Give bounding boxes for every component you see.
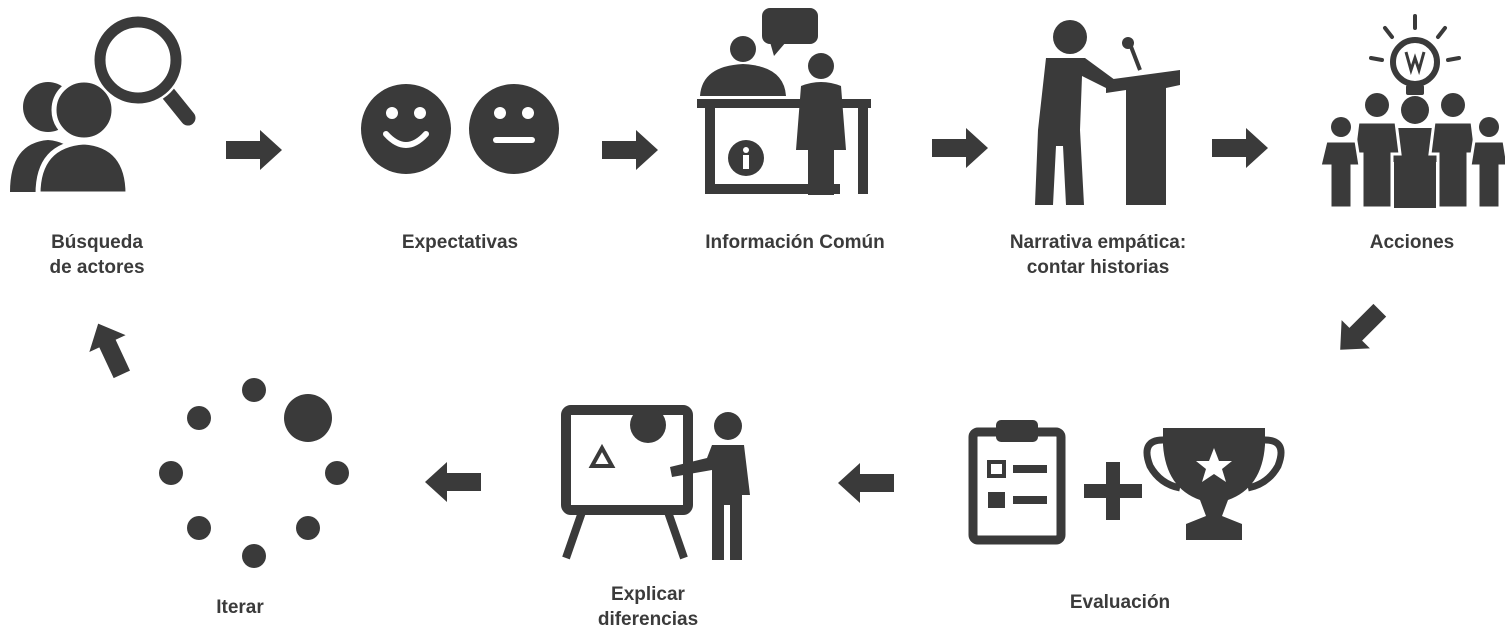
presentation-icon — [561, 405, 750, 560]
step-label-informacion: Información Común — [705, 232, 885, 253]
search-people-icon — [10, 14, 196, 197]
smiley-faces-icon — [361, 84, 559, 174]
arrow-up-left-icon — [80, 315, 140, 383]
arrow-down-left-icon — [1326, 296, 1394, 364]
arrow-right-icon — [602, 130, 658, 170]
step-label-evaluacion: Evaluación — [1069, 592, 1171, 613]
step-label-iterar: Iterar — [216, 597, 264, 618]
arrow-left-icon — [838, 463, 894, 503]
step-label-narrativa: Narrativa empática: contar historias — [1009, 232, 1187, 278]
speaker-podium-icon — [1035, 20, 1180, 205]
arrow-right-icon — [226, 130, 282, 170]
information-desk-icon — [697, 8, 871, 195]
arrow-right-icon — [1212, 128, 1268, 168]
loading-dots-icon — [159, 378, 349, 568]
step-label-explicar: Explicar diferencias — [597, 584, 699, 630]
team-idea-icon — [1318, 14, 1505, 210]
arrow-right-icon — [932, 128, 988, 168]
step-label-busqueda: Búsqueda de actores — [49, 232, 145, 278]
arrow-left-icon — [425, 462, 481, 502]
checklist-trophy-icon — [968, 420, 1285, 545]
step-label-expectativas: Expectativas — [401, 232, 519, 253]
step-label-acciones: Acciones — [1369, 232, 1455, 253]
